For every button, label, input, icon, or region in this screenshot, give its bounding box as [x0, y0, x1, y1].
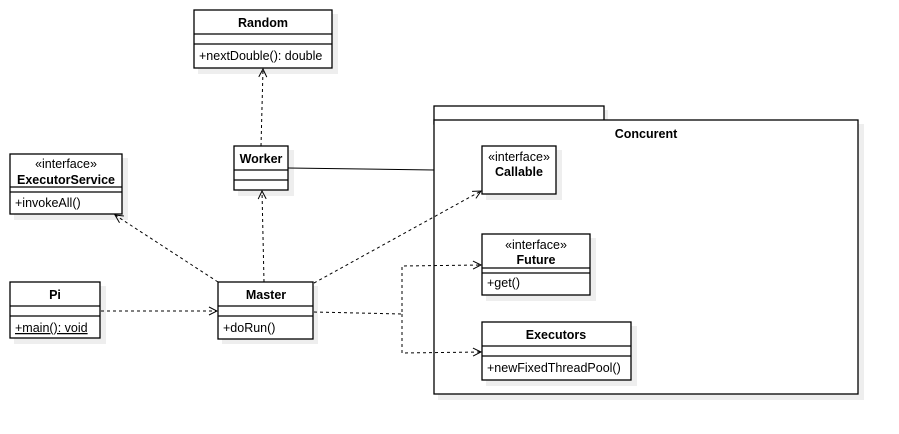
- stereotype: «interface»: [35, 157, 97, 171]
- class-name: Pi: [49, 288, 61, 302]
- class-name: Future: [517, 253, 556, 267]
- class-name: Callable: [495, 165, 543, 179]
- stereotype: «interface»: [488, 150, 550, 164]
- class-method: +invokeAll(): [15, 196, 81, 210]
- class-method: +main(): void: [15, 321, 88, 335]
- edge-master-executors: [401, 314, 481, 353]
- class-future[interactable]: «interface» Future +get(): [481, 233, 596, 301]
- class-method: +nextDouble(): double: [199, 49, 322, 63]
- class-name: Master: [246, 288, 286, 302]
- class-method: +newFixedThreadPool(): [487, 361, 621, 375]
- class-random[interactable]: Random +nextDouble(): double: [193, 9, 338, 74]
- edge-master-worker: [262, 191, 264, 283]
- class-method: +doRun(): [223, 321, 275, 335]
- edge-worker-random: [261, 69, 263, 147]
- stereotype: «interface»: [505, 238, 567, 252]
- class-method: +get(): [487, 276, 520, 290]
- class-name: Executors: [526, 328, 586, 342]
- package-title: Concurent: [615, 127, 678, 141]
- class-executor-service[interactable]: «interface» ExecutorService +invokeAll(): [9, 153, 128, 220]
- class-master[interactable]: Master +doRun(): [217, 281, 318, 344]
- edge-worker-package: [287, 167, 435, 171]
- edge-master-future: [313, 265, 481, 315]
- class-name: Random: [238, 16, 288, 30]
- edge-master-callable: [313, 191, 481, 284]
- class-worker[interactable]: Worker: [233, 145, 294, 196]
- class-executors[interactable]: Executors +newFixedThreadPool(): [481, 321, 637, 386]
- class-callable[interactable]: «interface» Callable: [481, 145, 562, 200]
- class-name: ExecutorService: [17, 173, 115, 187]
- edge-master-executor-service: [115, 215, 219, 283]
- class-pi[interactable]: Pi +main(): void: [9, 281, 106, 344]
- class-name: Worker: [240, 152, 283, 166]
